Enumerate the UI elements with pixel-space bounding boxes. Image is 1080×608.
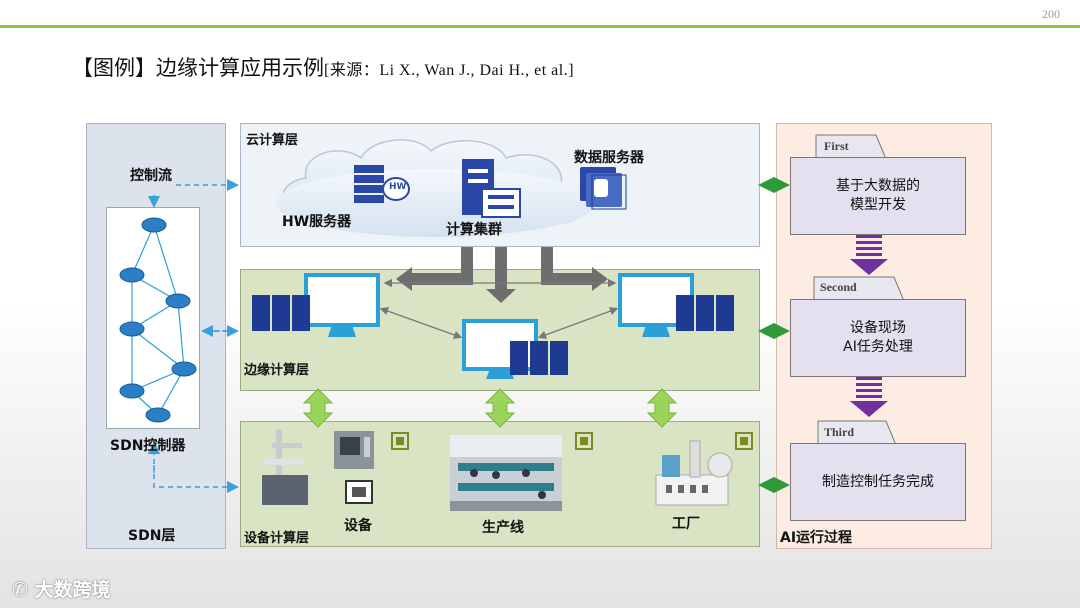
factory-label: 工厂 [672,516,700,532]
ai-step-second: 设备现场 AI任务处理 [790,299,966,377]
watermark-text: 大数跨境 [34,579,111,601]
cloud-layer-label: 云计算层 [246,133,299,148]
edge-links [379,278,619,339]
hw-badge: HW [389,182,407,192]
production-line-photo [450,435,562,511]
edge-device-arrows [302,388,678,428]
ai-layer-label: AI运行过程 [780,530,853,546]
sdn-network-links [131,224,185,416]
hw-server-label: HW服务器 [282,214,352,230]
edge-node-right [618,273,734,337]
step-tab-first: First [824,139,849,153]
step-tab-second: Second [820,280,857,294]
edge-node-left [252,273,380,337]
router-icons [119,217,197,423]
sdn-layer-label: SDN层 [128,528,176,544]
edge-computing-diagram: 云计算层 HW服务器 HW 计算集群 数据服务器 边缘计算层 设备计算层 设备 … [86,123,992,549]
diagram-graphics [119,134,905,511]
cnc-machine-icon [334,431,374,469]
production-line-label: 生产线 [482,520,524,536]
data-server-label: 数据服务器 [574,150,644,166]
hw-server-icon [354,165,410,203]
edge-node-center [462,319,568,379]
edge-layer-label: 边缘计算层 [244,363,310,378]
equipment-label: 设备 [344,518,372,534]
title-source: [来源：Li X., Wan J., Dai H., et al.] [324,62,575,79]
chip-icons [391,432,753,450]
ai-step-tabs [813,134,905,446]
ai-step-third: 制造控制任务完成 [790,443,966,521]
factory-icon [655,440,733,506]
ai-step-first: 基于大数据的 模型开发 [790,157,966,235]
sdn-control-arrows [148,179,239,493]
ai-link-arrows [758,177,790,493]
page-number: 200 [1042,7,1060,21]
step-tab-third: Third [824,425,855,439]
watermark: ✆ 大数跨境 [12,575,111,602]
title-main: 【图例】边缘计算应用示例 [72,56,324,80]
header-rule [0,25,1080,28]
device-layer-label: 设备计算层 [244,531,310,546]
robot-arm-icon [262,429,308,505]
ai-step-arrows [850,235,888,417]
sdn-controller-label: SDN控制器 [110,438,186,454]
cloud-to-edge-arrows [396,247,608,303]
compute-cluster-icon [462,159,521,218]
watermark-logo-icon: ✆ [12,579,28,601]
control-flow-label: 控制流 [130,168,172,184]
slide-title: 【图例】边缘计算应用示例[来源：Li X., Wan J., Dai H., e… [72,52,574,82]
tablet-icon [345,480,373,504]
compute-cluster-label: 计算集群 [446,222,502,238]
data-server-icon [580,167,627,210]
